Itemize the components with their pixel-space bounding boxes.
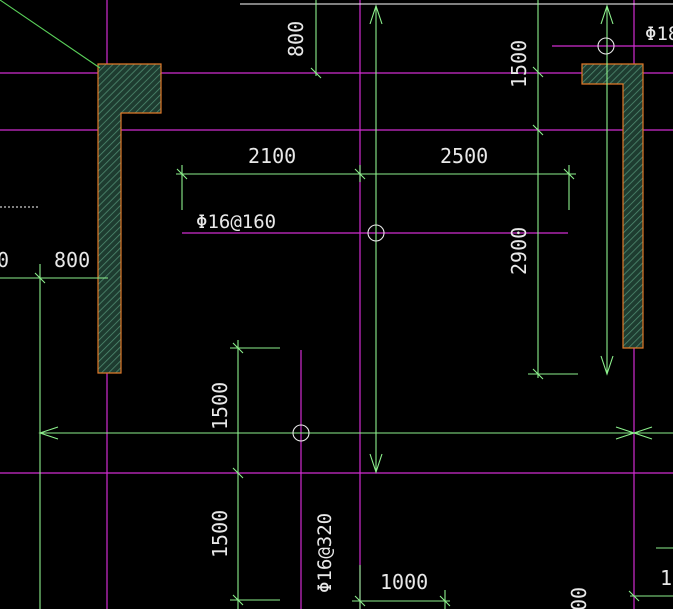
wall-left-l-shape bbox=[97, 63, 162, 374]
arrow-right-bottom bbox=[600, 355, 614, 376]
dim-text-1500-lower-a: 1500 bbox=[208, 382, 232, 430]
dim-text-1-bottom-right: 1 bbox=[660, 566, 672, 590]
dimension-texts: 800 1500 2100 2500 2900 800 0 1500 1500 … bbox=[0, 21, 672, 609]
dim-span-tick-mid bbox=[354, 168, 366, 180]
leader-top-left bbox=[0, 0, 101, 69]
dim-span-tick-right bbox=[563, 168, 575, 180]
rebar-circle-bottom bbox=[292, 424, 310, 442]
dim-text-800-top: 800 bbox=[284, 21, 308, 57]
dim-1500-lower-tick-a bbox=[232, 342, 244, 354]
arrow-center-top bbox=[369, 4, 383, 25]
arrow-long-right-b bbox=[632, 426, 653, 440]
rebar-label-bottom: Φ16@320 bbox=[314, 513, 336, 593]
dim-text-2900: 2900 bbox=[507, 227, 531, 275]
dim-span-tick-left bbox=[176, 168, 188, 180]
dim-text-00-bottom-right: 00 bbox=[567, 587, 591, 609]
dim-800-top-tick bbox=[310, 67, 322, 79]
rebar-label-top-right: Φ18 bbox=[645, 23, 673, 45]
dim-1500-lower-tick-b bbox=[232, 467, 244, 479]
dim-text-2500: 2500 bbox=[440, 144, 488, 168]
walls bbox=[97, 63, 644, 374]
dim-text-1500-top: 1500 bbox=[507, 40, 531, 88]
arrow-long-left bbox=[38, 426, 59, 440]
wall-right-l-shape bbox=[581, 63, 644, 349]
dim-text-1500-lower-b: 1500 bbox=[208, 510, 232, 558]
dim-text-0-left: 0 bbox=[0, 248, 9, 272]
rebar-circle-top-right bbox=[597, 37, 615, 55]
rebar-label-center: Φ16@160 bbox=[196, 211, 276, 233]
dim-1500-tick-b bbox=[532, 124, 544, 136]
arrow-center-bottom bbox=[369, 453, 383, 474]
dim-text-800-left: 800 bbox=[54, 248, 90, 272]
dim-bottom-right-tick bbox=[628, 590, 640, 602]
frame-lines bbox=[0, 3, 673, 208]
rebar-circle-center bbox=[367, 224, 385, 242]
dim-text-1000: 1000 bbox=[380, 570, 428, 594]
dim-1500-lower-tick-c bbox=[232, 594, 244, 606]
dim-text-2100: 2100 bbox=[248, 144, 296, 168]
dim-1500-tick-a bbox=[532, 66, 544, 78]
rebar-label-texts: Φ18 Φ16@160 Φ16@320 bbox=[196, 23, 673, 593]
rebar-circles bbox=[292, 37, 615, 442]
arrow-right-top bbox=[600, 4, 614, 25]
